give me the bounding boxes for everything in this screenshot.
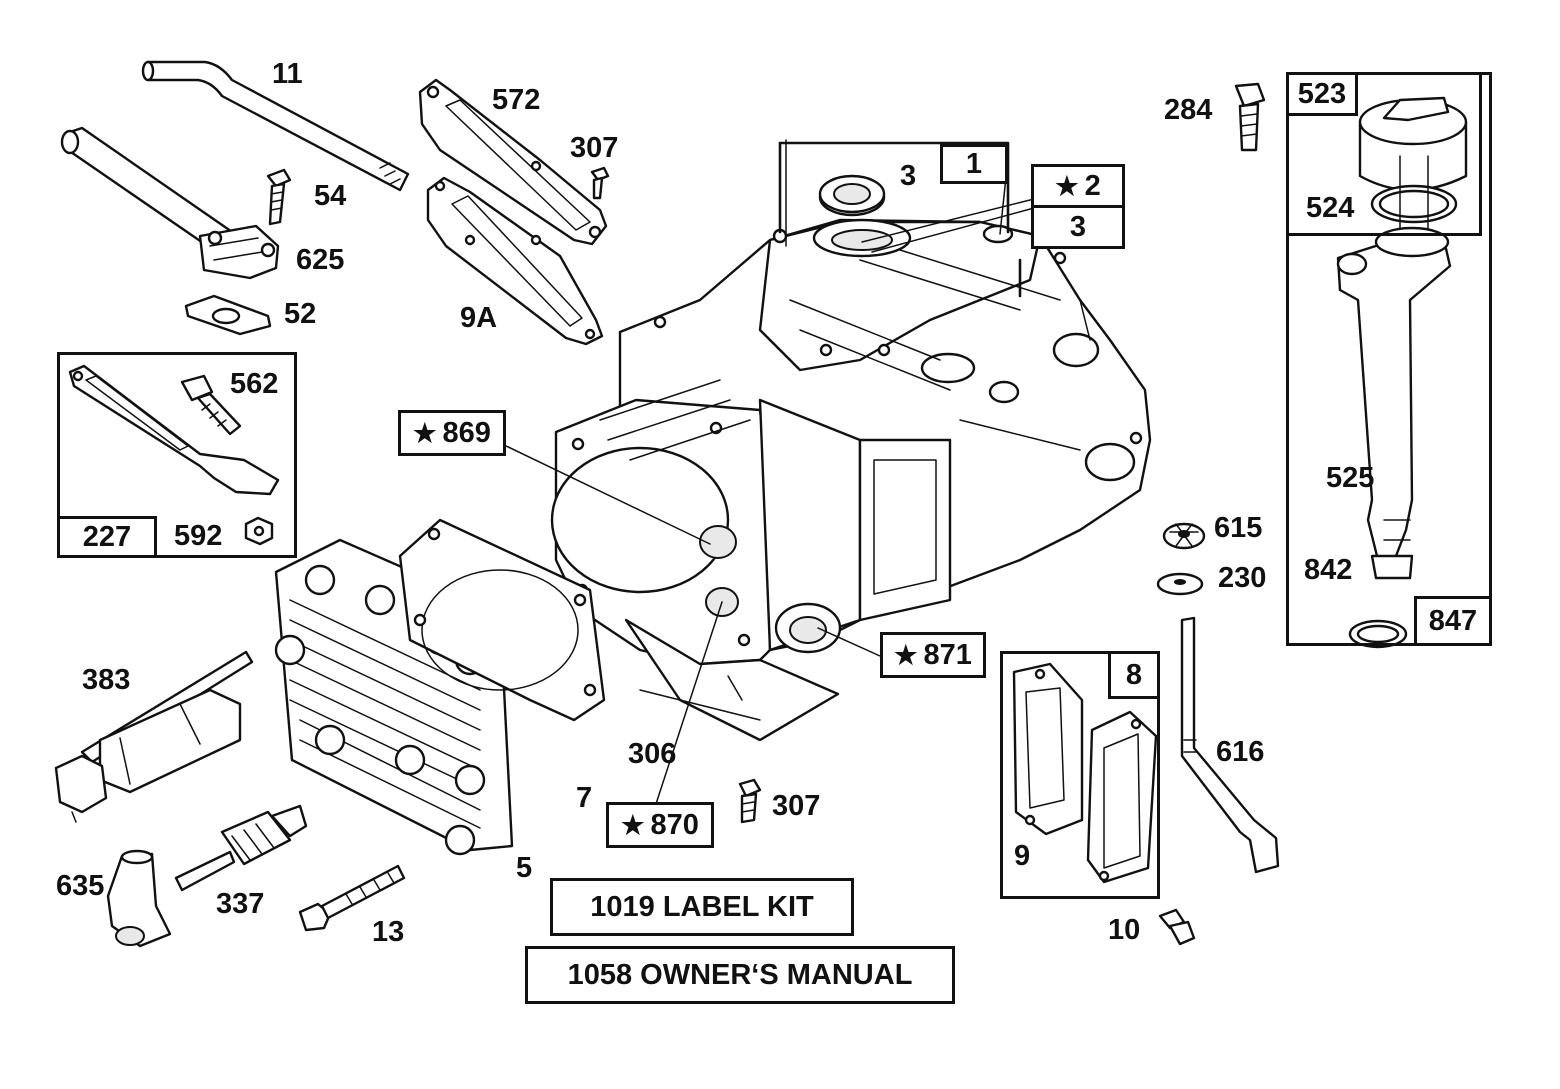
callout-525: 525 xyxy=(1326,462,1375,494)
callout-524: 524 xyxy=(1306,192,1355,224)
star-icon: ★ xyxy=(413,417,437,448)
callout-7: 7 xyxy=(576,782,593,814)
callout-307-bottom: 307 xyxy=(772,790,821,822)
callout-616: 616 xyxy=(1216,736,1265,768)
governor-bracket-part-227 xyxy=(68,364,280,496)
callout-box-870: ★870 xyxy=(606,802,714,848)
kit-frame-523-inner xyxy=(1286,72,1482,236)
callout-842: 842 xyxy=(1304,554,1353,586)
callout-383: 383 xyxy=(82,664,131,696)
kit-frame-227 xyxy=(57,352,297,558)
o-ring-part-842 xyxy=(1348,619,1408,649)
washer-part-615 xyxy=(1162,522,1206,550)
screw-part-562 xyxy=(180,374,242,436)
callout-box-869: ★869 xyxy=(398,410,506,456)
breather-gasket-part-9a xyxy=(426,176,604,346)
spark-plug-wrench-part-383 xyxy=(54,650,254,823)
head-bolt-part-13 xyxy=(298,864,406,932)
star-icon: ★ xyxy=(894,639,918,670)
callout-337: 337 xyxy=(216,888,265,920)
callout-box-847: 847 xyxy=(1414,596,1492,646)
label-kit-box: 1019 LABEL KIT xyxy=(550,878,854,936)
owners-manual-box: 1058 OWNER‘S MANUAL xyxy=(525,946,955,1004)
breather-assembly-part-8 xyxy=(1086,710,1158,884)
callout-592: 592 xyxy=(174,520,223,552)
callout-230: 230 xyxy=(1218,562,1267,594)
kit-frame-8 xyxy=(1000,651,1160,899)
callout-box-3-under-2: 3 xyxy=(1031,205,1125,249)
callout-9: 9 xyxy=(1014,840,1031,872)
callout-box-227: 227 xyxy=(57,516,157,558)
callout-52: 52 xyxy=(284,298,317,330)
head-gasket-part-7 xyxy=(398,518,606,722)
dipstick-cap-part-523 xyxy=(1358,96,1468,192)
callout-10: 10 xyxy=(1108,914,1141,946)
tube-sleeve-and-clamp-part-625 xyxy=(60,126,280,280)
callout-box-1: 1 xyxy=(940,144,1008,184)
star-icon: ★ xyxy=(1055,170,1079,201)
kit-frames xyxy=(778,141,1022,298)
callout-13: 13 xyxy=(372,916,405,948)
spark-plug-part-337 xyxy=(174,804,308,892)
star-icon: ★ xyxy=(621,809,645,840)
callout-306: 306 xyxy=(628,738,677,770)
screw-part-307-bottom xyxy=(738,778,762,824)
callout-5: 5 xyxy=(516,852,533,884)
callout-box-8: 8 xyxy=(1108,651,1160,699)
callout-11: 11 xyxy=(272,58,303,90)
gasket-part-52 xyxy=(184,294,272,336)
cover-plate-part-9 xyxy=(1012,662,1084,836)
nut-part-592 xyxy=(244,516,274,546)
breather-cover-part-572 xyxy=(418,78,608,246)
washer-part-230 xyxy=(1156,572,1204,596)
callout-3-seal: 3 xyxy=(900,160,917,192)
screw-part-54 xyxy=(266,168,292,226)
bolt-part-284 xyxy=(1234,82,1266,152)
o-ring-part-524 xyxy=(1370,155,1458,261)
callout-284: 284 xyxy=(1164,94,1213,126)
callout-9a: 9A xyxy=(460,302,498,334)
dipstick-tube-part-11 xyxy=(141,60,410,192)
callout-box-2: ★2 xyxy=(1031,164,1125,208)
callout-307-top: 307 xyxy=(570,132,619,164)
spark-plug-boot-part-635 xyxy=(106,849,172,948)
callout-635: 635 xyxy=(56,870,105,902)
callout-54: 54 xyxy=(314,180,347,212)
callout-box-523: 523 xyxy=(1286,72,1358,116)
screw-part-10 xyxy=(1158,908,1196,946)
callout-572: 572 xyxy=(492,84,541,116)
oil-seal-part-3 xyxy=(818,174,886,217)
callout-562: 562 xyxy=(230,368,279,400)
callout-625: 625 xyxy=(296,244,345,276)
callout-615: 615 xyxy=(1214,512,1263,544)
screw-part-307-top xyxy=(590,166,610,200)
dipstick-part-616 xyxy=(1180,616,1280,874)
callout-box-871: ★871 xyxy=(880,632,986,678)
